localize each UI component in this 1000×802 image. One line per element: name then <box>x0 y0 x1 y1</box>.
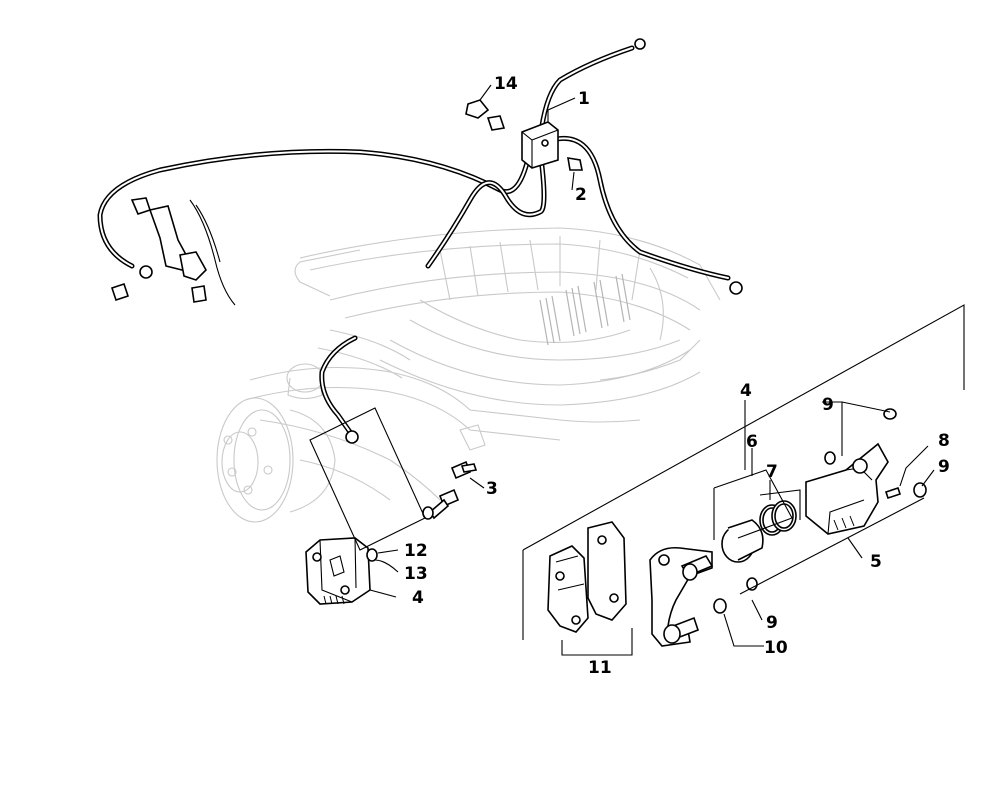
callout-5: 5 <box>870 552 882 572</box>
callout-9-top: 9 <box>822 395 834 415</box>
callout-10: 10 <box>764 638 788 658</box>
callout-2: 2 <box>575 185 587 205</box>
callout-4-main: 4 <box>740 381 752 401</box>
callout-labels: 1 2 3 4 4 5 6 7 8 9 9 9 10 11 12 13 14 <box>404 74 950 678</box>
callout-6: 6 <box>746 432 758 452</box>
caliper-exploded <box>522 304 965 656</box>
callout-11: 11 <box>588 658 612 678</box>
wheel-hub-ghost <box>216 363 336 523</box>
leader-lines <box>369 84 935 647</box>
master-cylinder <box>110 197 236 306</box>
callout-3: 3 <box>486 479 498 499</box>
callout-9-bottom: 9 <box>766 613 778 633</box>
junction-block <box>465 99 583 171</box>
callout-13: 13 <box>404 564 428 584</box>
brake-hose-assembly <box>97 38 743 444</box>
callout-7: 7 <box>766 462 778 482</box>
callout-4-caliper: 4 <box>412 588 424 608</box>
callout-14: 14 <box>494 74 518 94</box>
grille-ghost <box>539 273 631 346</box>
callout-12: 12 <box>404 541 428 561</box>
front-caliper-installed <box>305 407 478 605</box>
callout-8: 8 <box>938 431 950 451</box>
vehicle-frame-ghost <box>216 227 721 523</box>
callout-1: 1 <box>578 89 590 109</box>
callout-9-right: 9 <box>938 457 950 477</box>
